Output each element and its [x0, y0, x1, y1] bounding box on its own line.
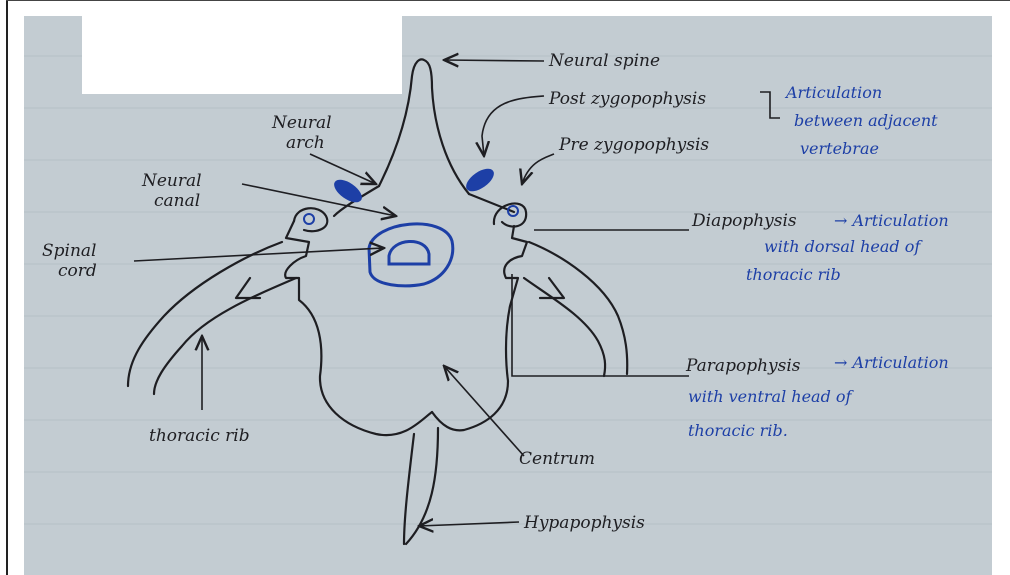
note-articulation-3: vertebrae: [800, 139, 879, 158]
label-spinal-cord-2: cord: [58, 261, 97, 281]
blue-ink-notes: Articulation between adjacent vertebrae …: [688, 83, 949, 440]
pointer-lines: [134, 60, 780, 526]
note-parapophysis-2: with ventral head of: [688, 387, 855, 406]
label-thoracic-rib: thoracic rib: [149, 426, 250, 446]
page-border-top: [6, 0, 1010, 1]
left-zygapophysis-facet: [304, 214, 314, 224]
notebook-photo: Neural spine Post zygopophysis Pre zygop…: [24, 16, 992, 575]
page-border-left: [6, 0, 8, 575]
redaction-box: [82, 16, 402, 94]
label-spinal-cord-1: Spinal: [42, 241, 97, 261]
label-centrum: Centrum: [519, 449, 595, 469]
note-articulation-2: between adjacent: [794, 111, 938, 130]
note-diapophysis-2: with dorsal head of: [764, 237, 923, 256]
label-neural-spine: Neural spine: [548, 51, 660, 71]
label-pre-zygapophysis: Pre zygopophysis: [558, 135, 709, 155]
vertebra-outline: [128, 59, 627, 544]
neural-canal: [369, 224, 453, 286]
post-zygapophysis-blob-left: [330, 175, 365, 206]
label-parapophysis: Parapophysis: [685, 356, 801, 376]
label-neural-canal-2: canal: [154, 191, 200, 211]
label-hypapophysis: Hypapophysis: [523, 513, 645, 533]
note-diapophysis-1: → Articulation: [834, 211, 949, 230]
spinal-cord: [389, 241, 429, 264]
label-neural-canal-1: Neural: [141, 171, 202, 191]
label-diapophysis: Diapophysis: [691, 211, 797, 231]
note-parapophysis-3: thoracic rib.: [688, 421, 788, 440]
label-neural-arch-2: arch: [286, 133, 325, 153]
label-neural-arch-1: Neural: [271, 113, 332, 133]
label-post-zygapophysis: Post zygopophysis: [548, 89, 706, 109]
vertebra-diagram: Neural spine Post zygopophysis Pre zygop…: [24, 16, 992, 575]
pencil-labels: Neural spine Post zygopophysis Pre zygop…: [42, 51, 801, 533]
note-articulation-1: Articulation: [784, 83, 882, 102]
note-diapophysis-3: thoracic rib: [746, 265, 841, 284]
note-parapophysis-1: → Articulation: [834, 353, 949, 372]
